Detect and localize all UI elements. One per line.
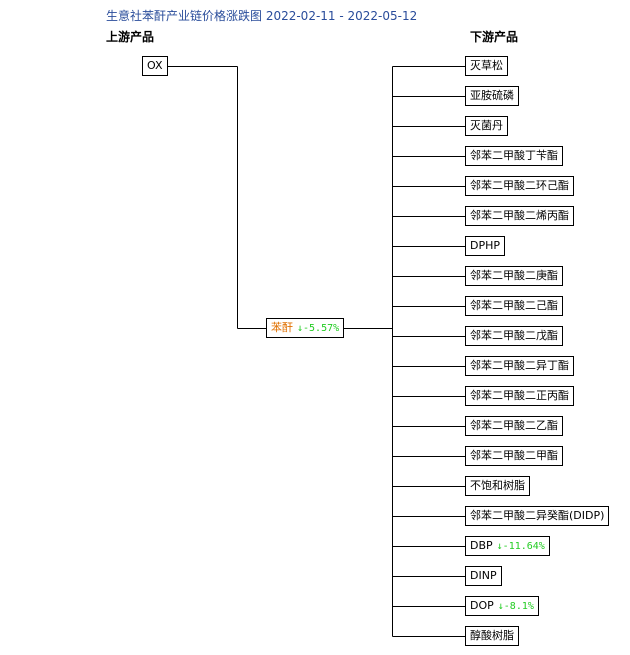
downstream-node-change: ↓-8.1% (497, 601, 534, 612)
downstream-header: 下游产品 (470, 30, 519, 44)
downstream-node-change: ↓-11.64% (496, 541, 545, 552)
downstream-node[interactable]: 邻苯二甲酸二乙酯 (465, 416, 563, 436)
downstream-node-label: 邻苯二甲酸二环己酯 (470, 179, 569, 192)
downstream-node[interactable]: DOP↓-8.1% (465, 596, 539, 616)
downstream-node-label: 邻苯二甲酸丁苄酯 (470, 149, 558, 162)
downstream-node[interactable]: 邻苯二甲酸二异癸酯(DIDP) (465, 506, 610, 526)
downstream-node[interactable]: 邻苯二甲酸丁苄酯 (465, 146, 563, 166)
downstream-node-label: 邻苯二甲酸二正丙酯 (470, 389, 569, 402)
downstream-node-label: 不饱和树脂 (470, 479, 525, 492)
upstream-header: 上游产品 (106, 30, 155, 44)
downstream-node-label: 亚胺硫磷 (470, 89, 514, 102)
downstream-node[interactable]: 邻苯二甲酸二甲酯 (465, 446, 563, 466)
upstream-node[interactable]: OX (142, 56, 168, 76)
downstream-node[interactable]: 不饱和树脂 (465, 476, 530, 496)
downstream-node-label: DBP (470, 539, 493, 552)
downstream-node-label: 邻苯二甲酸二戊酯 (470, 329, 558, 342)
downstream-node-label: 醇酸树脂 (470, 629, 514, 642)
downstream-node[interactable]: 邻苯二甲酸二戊酯 (465, 326, 563, 346)
downstream-node-label: 邻苯二甲酸二烯丙酯 (470, 209, 569, 222)
downstream-node[interactable]: 醇酸树脂 (465, 626, 519, 646)
downstream-node-label: 邻苯二甲酸二乙酯 (470, 419, 558, 432)
downstream-node-label: DOP (470, 599, 494, 612)
chart-title: 生意社苯酐产业链价格涨跌图 2022-02-11 - 2022-05-12 (106, 9, 418, 23)
downstream-node[interactable]: 邻苯二甲酸二正丙酯 (465, 386, 574, 406)
downstream-node-label: 邻苯二甲酸二己酯 (470, 299, 558, 312)
center-node[interactable]: 苯酐 ↓-5.57% (266, 318, 345, 338)
downstream-node-label: 邻苯二甲酸二甲酯 (470, 449, 558, 462)
downstream-node[interactable]: 邻苯二甲酸二异丁酯 (465, 356, 574, 376)
downstream-node-label: 邻苯二甲酸二异癸酯(DIDP) (470, 509, 605, 522)
center-node-label: 苯酐 (271, 321, 293, 334)
downstream-node[interactable]: DPHP (465, 236, 506, 256)
downstream-node-label: 灭草松 (470, 59, 503, 72)
downstream-node[interactable]: 邻苯二甲酸二庚酯 (465, 266, 563, 286)
center-node-change: ↓-5.57% (297, 323, 340, 334)
downstream-node-label: 灭菌丹 (470, 119, 503, 132)
downstream-node[interactable]: DINP (465, 566, 502, 586)
downstream-node[interactable]: 灭草松 (465, 56, 508, 76)
downstream-node[interactable]: 邻苯二甲酸二己酯 (465, 296, 563, 316)
downstream-node-label: 邻苯二甲酸二庚酯 (470, 269, 558, 282)
downstream-node-label: DINP (470, 569, 497, 582)
downstream-node[interactable]: 邻苯二甲酸二烯丙酯 (465, 206, 574, 226)
downstream-node-label: DPHP (470, 239, 501, 252)
downstream-node[interactable]: DBP↓-11.64% (465, 536, 550, 556)
downstream-node[interactable]: 灭菌丹 (465, 116, 508, 136)
upstream-node-label: OX (147, 59, 163, 72)
downstream-node-label: 邻苯二甲酸二异丁酯 (470, 359, 569, 372)
downstream-node[interactable]: 亚胺硫磷 (465, 86, 519, 106)
downstream-node[interactable]: 邻苯二甲酸二环己酯 (465, 176, 574, 196)
